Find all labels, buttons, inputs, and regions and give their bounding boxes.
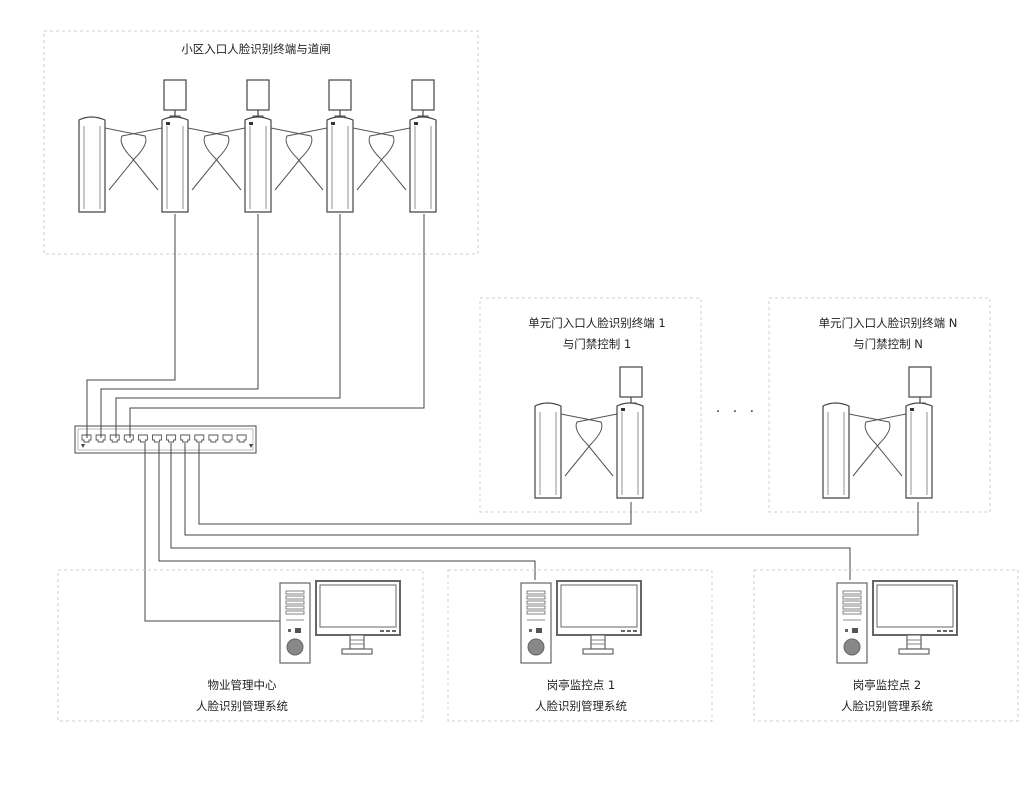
- unit-zone-n-title-line1: 单元门入口人脸识别终端 N: [819, 316, 958, 330]
- network-cables: [86, 214, 919, 622]
- property-zone-border: [57, 569, 424, 722]
- guard-post-zone-1: 岗亭监控点 1 人脸识别管理系统: [447, 569, 713, 722]
- face-gate-icon: [368, 79, 437, 213]
- entrance-zone-border: [43, 30, 479, 255]
- switch-port: [166, 434, 177, 443]
- unit-door-zone-n: 单元门入口人脸识别终端 N 与门禁控制 N: [768, 297, 991, 513]
- switch-port: [208, 434, 219, 443]
- gate-pillar-icon: [822, 402, 891, 499]
- property-zone-title-line1: 物业管理中心: [208, 678, 277, 692]
- entrance-zone: 小区入口人脸识别终端与道闸: [43, 30, 479, 255]
- face-gate-icon: [864, 366, 933, 499]
- switch-port: [81, 434, 92, 443]
- face-gate-icon: [285, 79, 395, 213]
- unit-zone-n-title-line2: 与门禁控制 N: [853, 337, 923, 351]
- post-1-zone-title-line1: 岗亭监控点 1: [547, 678, 615, 692]
- guard-post-zone-2: 岗亭监控点 2 人脸识别管理系统: [753, 569, 1019, 722]
- post-1-zone-border: [447, 569, 713, 722]
- unit-door-zone-1: 单元门入口人脸识别终端 1 与门禁控制 1: [479, 297, 702, 513]
- computer-icon: [520, 580, 642, 664]
- switch-port: [222, 434, 233, 443]
- property-zone-title-line2: 人脸识别管理系统: [196, 699, 288, 713]
- property-management-zone: 物业管理中心 人脸识别管理系统: [57, 569, 424, 722]
- unit-zone-1-title-line2: 与门禁控制 1: [563, 337, 631, 351]
- switch-port: [137, 434, 148, 443]
- face-gate-icon: [120, 79, 230, 213]
- face-gate-icon: [203, 79, 313, 213]
- post-2-zone-title-line1: 岗亭监控点 2: [853, 678, 921, 692]
- switch-port: [236, 434, 247, 443]
- computer-icon: [279, 580, 401, 664]
- unit-zone-n-border: [768, 297, 991, 513]
- network-switch-icon: [74, 425, 257, 454]
- switch-port: [180, 434, 191, 443]
- switch-port: [123, 434, 134, 443]
- switch-port: [109, 434, 120, 443]
- post-2-zone-border: [753, 569, 1019, 722]
- gate-pillar-icon: [78, 116, 147, 213]
- post-2-zone-title-line2: 人脸识别管理系统: [841, 699, 933, 713]
- switch-indicator: [249, 444, 253, 448]
- face-gate-icon: [575, 366, 644, 499]
- entrance-zone-title: 小区入口人脸识别终端与道闸: [181, 42, 331, 56]
- unit-zone-1-title-line1: 单元门入口人脸识别终端 1: [528, 316, 665, 330]
- post-1-zone-title-line2: 人脸识别管理系统: [535, 699, 627, 713]
- unit-zone-1-border: [479, 297, 702, 513]
- more-units-ellipsis: · · ·: [716, 404, 758, 420]
- switch-port: [152, 434, 162, 443]
- switch-port: [194, 434, 205, 443]
- computer-icon: [836, 580, 958, 664]
- switch-indicator: [81, 444, 85, 448]
- switch-port: [95, 434, 106, 443]
